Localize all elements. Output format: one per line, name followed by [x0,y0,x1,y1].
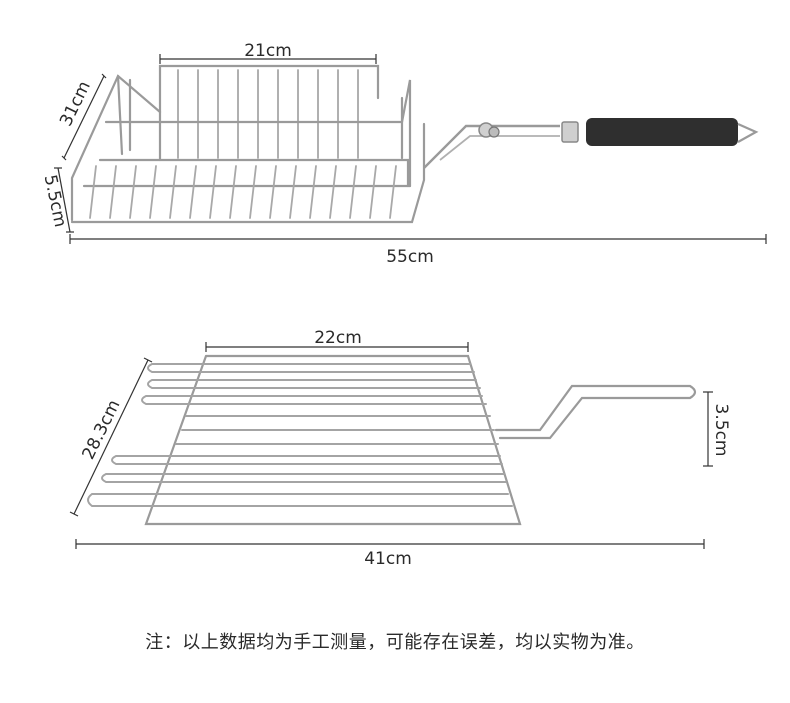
grill-dimension-lines [69,342,713,549]
measurement-disclaimer: 注：以上数据均为手工测量，可能存在误差，均以实物为准。 [145,632,645,653]
handle-clip-icon [561,121,579,143]
grill-overall-length-label: 41cm [364,549,412,569]
basket-handle [423,118,759,169]
basket-dimension-lines [54,54,767,244]
wooden-handle [586,118,738,146]
basket-overall-length-label: 55cm [386,247,434,267]
grill-width-label: 22cm [314,328,362,348]
basket-illustration [70,64,426,224]
basket-width-label: 21cm [244,41,292,61]
grill-illustration [87,354,697,526]
grill-height-label: 3.5cm [711,404,731,457]
basket-height-label: 5.5cm [40,173,71,229]
basket-depth-label: 31cm [56,78,95,130]
handle-pivot-icon [488,126,500,138]
grill-depth-label: 28.3cm [79,397,125,463]
